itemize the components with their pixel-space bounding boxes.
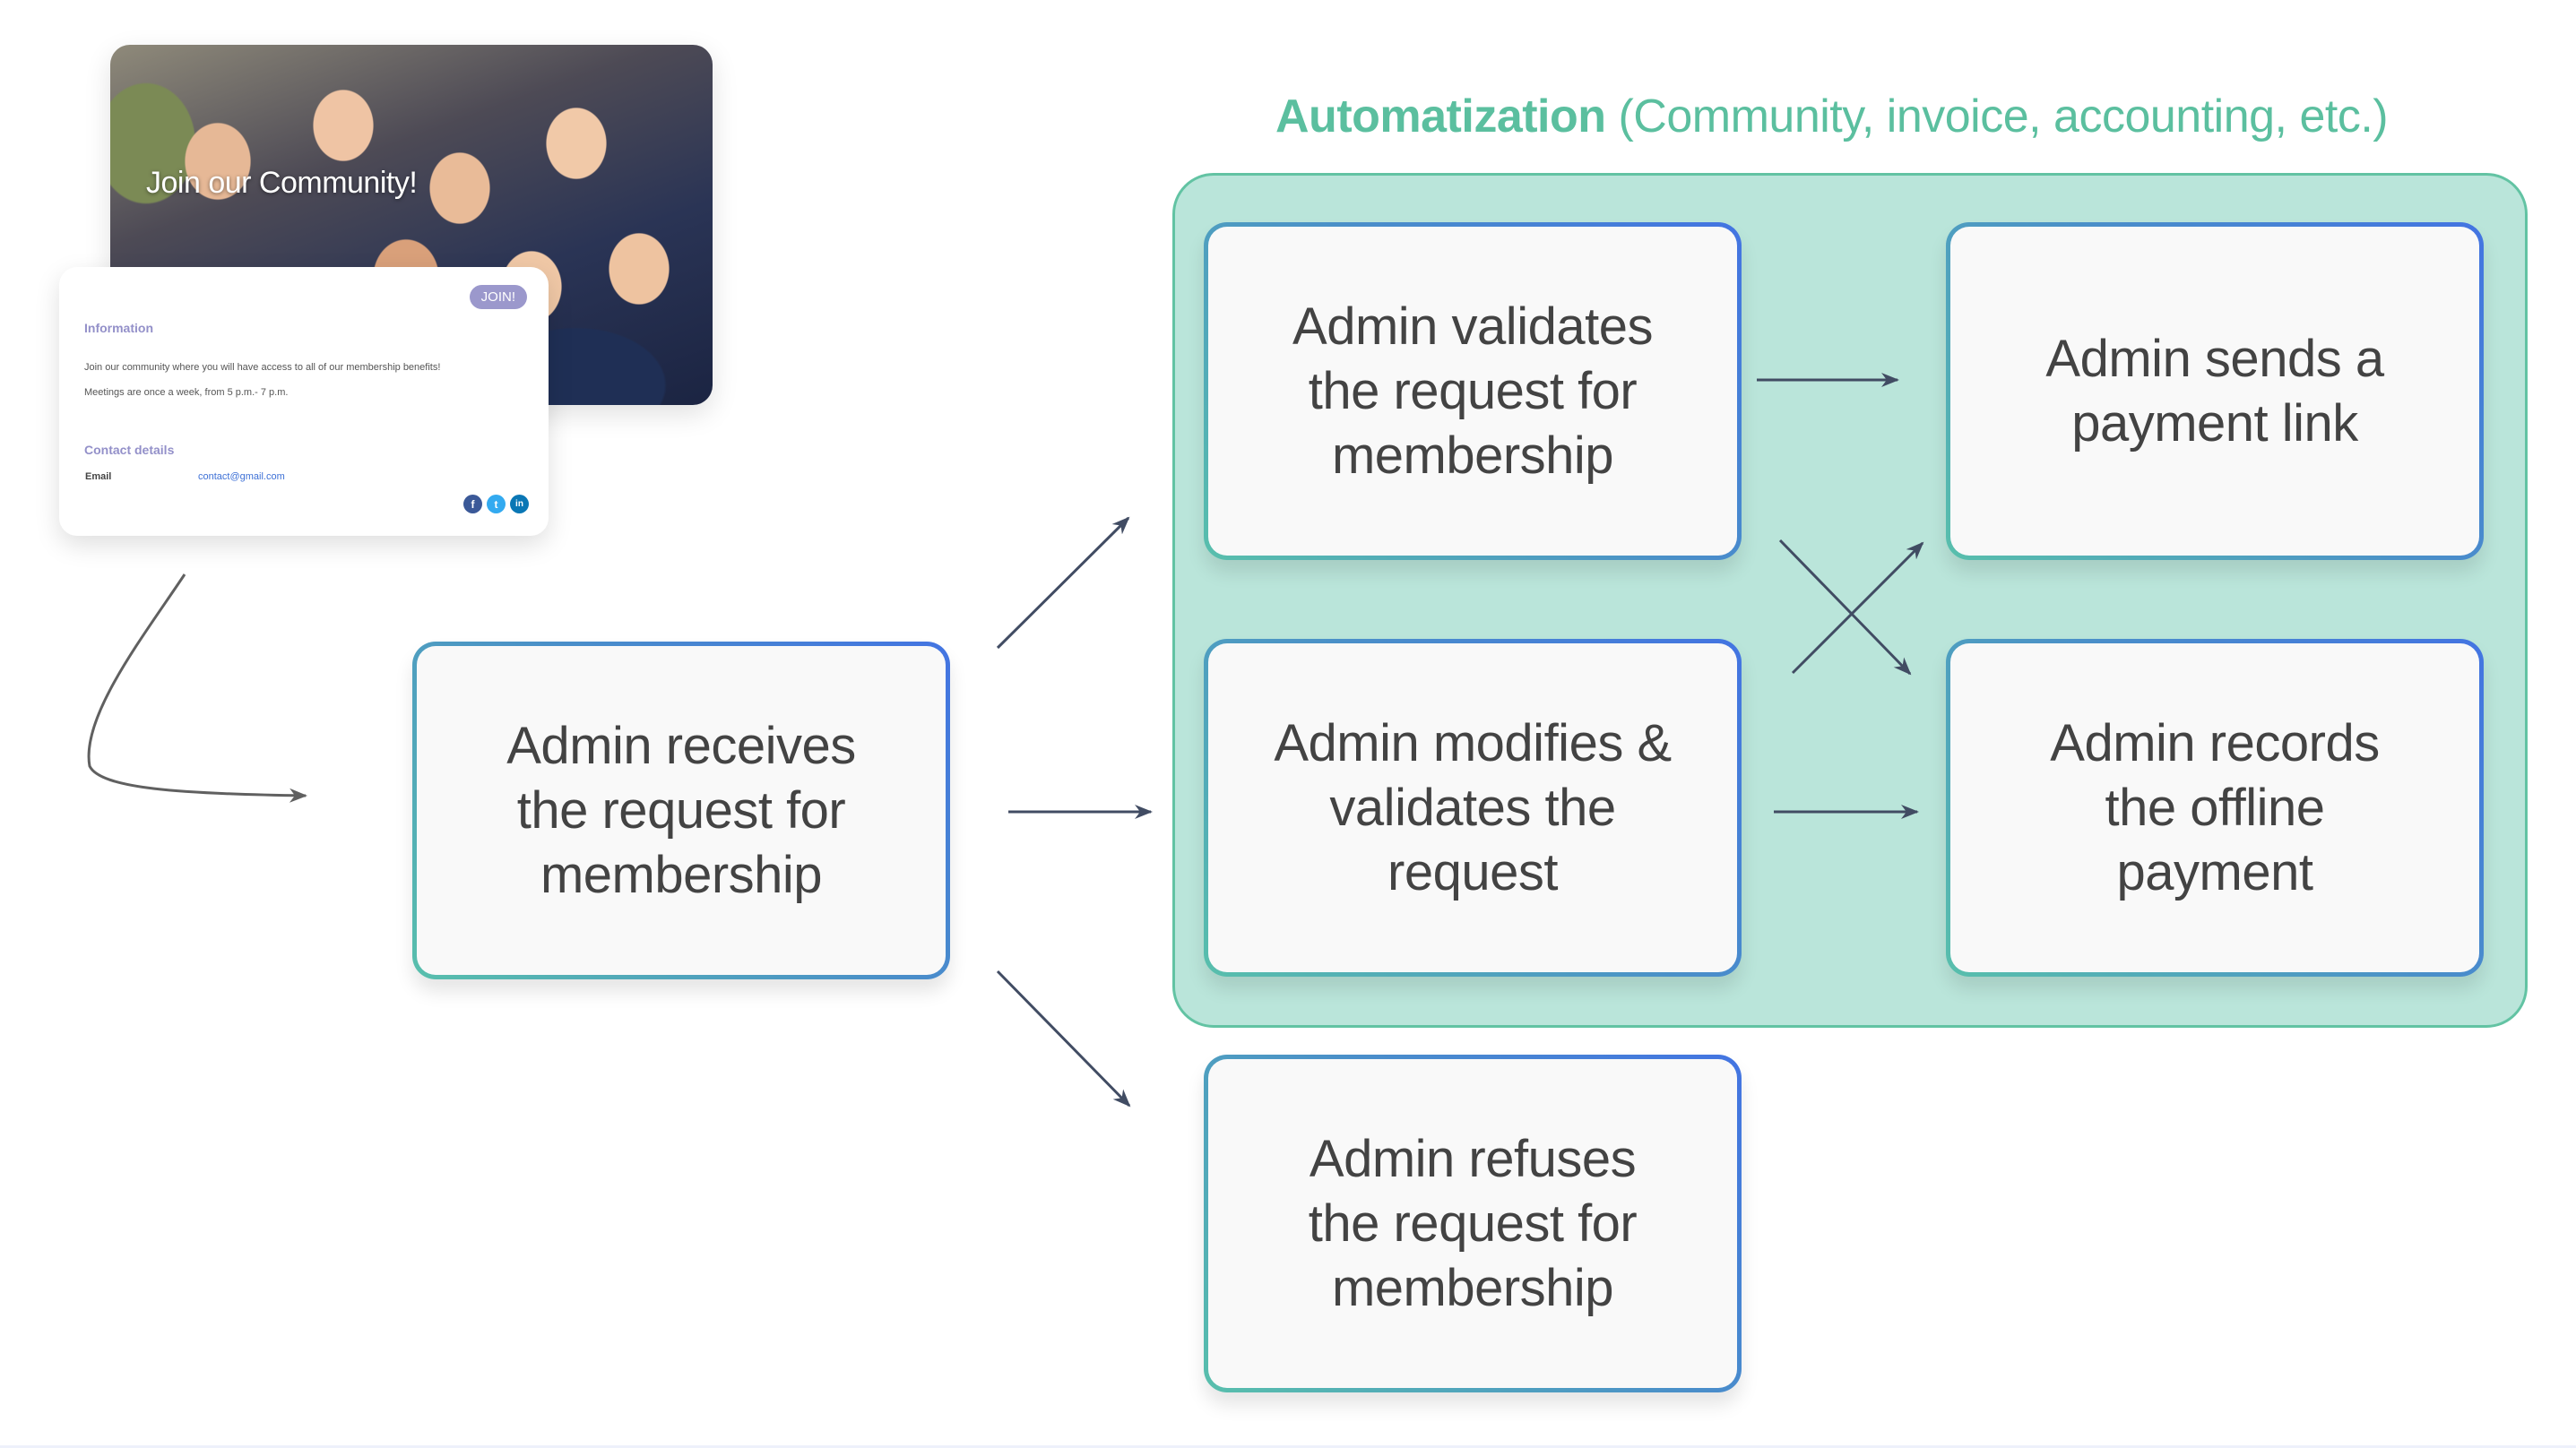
step-label: Admin modifies & validates the request <box>1208 643 1737 972</box>
bottom-divider <box>0 1445 2576 1448</box>
arrow-receive-to-validate <box>996 516 1130 650</box>
email-label: Email <box>85 471 112 482</box>
info-line-2: Meetings are once a week, from 5 p.m.- 7… <box>84 387 289 398</box>
step-label: Admin records the offline payment <box>1950 643 2479 972</box>
arrow-receive-to-refuse <box>996 970 1131 1108</box>
information-heading: Information <box>84 321 153 335</box>
social-links: f t in <box>463 495 529 513</box>
step-record-offline-payment[interactable]: Admin records the offline payment <box>1946 639 2484 977</box>
step-send-payment-link[interactable]: Admin sends a payment link <box>1946 222 2484 560</box>
community-info-card: JOIN! Information Join our community whe… <box>59 267 549 536</box>
step-receive-request[interactable]: Admin receives the request for membershi… <box>412 642 950 979</box>
automation-title-bold: Automatization <box>1275 90 1606 142</box>
step-label: Admin validates the request for membersh… <box>1208 227 1737 556</box>
twitter-icon[interactable]: t <box>487 495 506 513</box>
step-validate-request[interactable]: Admin validates the request for membersh… <box>1204 222 1742 560</box>
join-button[interactable]: JOIN! <box>469 285 527 309</box>
step-refuse-request[interactable]: Admin refuses the request for membership <box>1204 1055 1742 1392</box>
step-modify-validate-request[interactable]: Admin modifies & validates the request <box>1204 639 1742 977</box>
automation-title: Automatization (Community, invoice, acco… <box>1275 90 2389 143</box>
contact-heading: Contact details <box>84 443 175 457</box>
step-label: Admin sends a payment link <box>1950 227 2479 556</box>
step-label: Admin receives the request for membershi… <box>417 646 946 975</box>
automation-title-rest: (Community, invoice, accounting, etc.) <box>1605 90 2389 142</box>
email-link[interactable]: contact@gmail.com <box>198 471 285 482</box>
info-line-1: Join our community where you will have a… <box>84 362 441 373</box>
linkedin-icon[interactable]: in <box>510 495 529 513</box>
step-label: Admin refuses the request for membership <box>1208 1059 1737 1388</box>
photo-title: Join our Community! <box>146 166 418 200</box>
facebook-icon[interactable]: f <box>463 495 482 513</box>
arrow-form-to-receive <box>87 573 307 803</box>
